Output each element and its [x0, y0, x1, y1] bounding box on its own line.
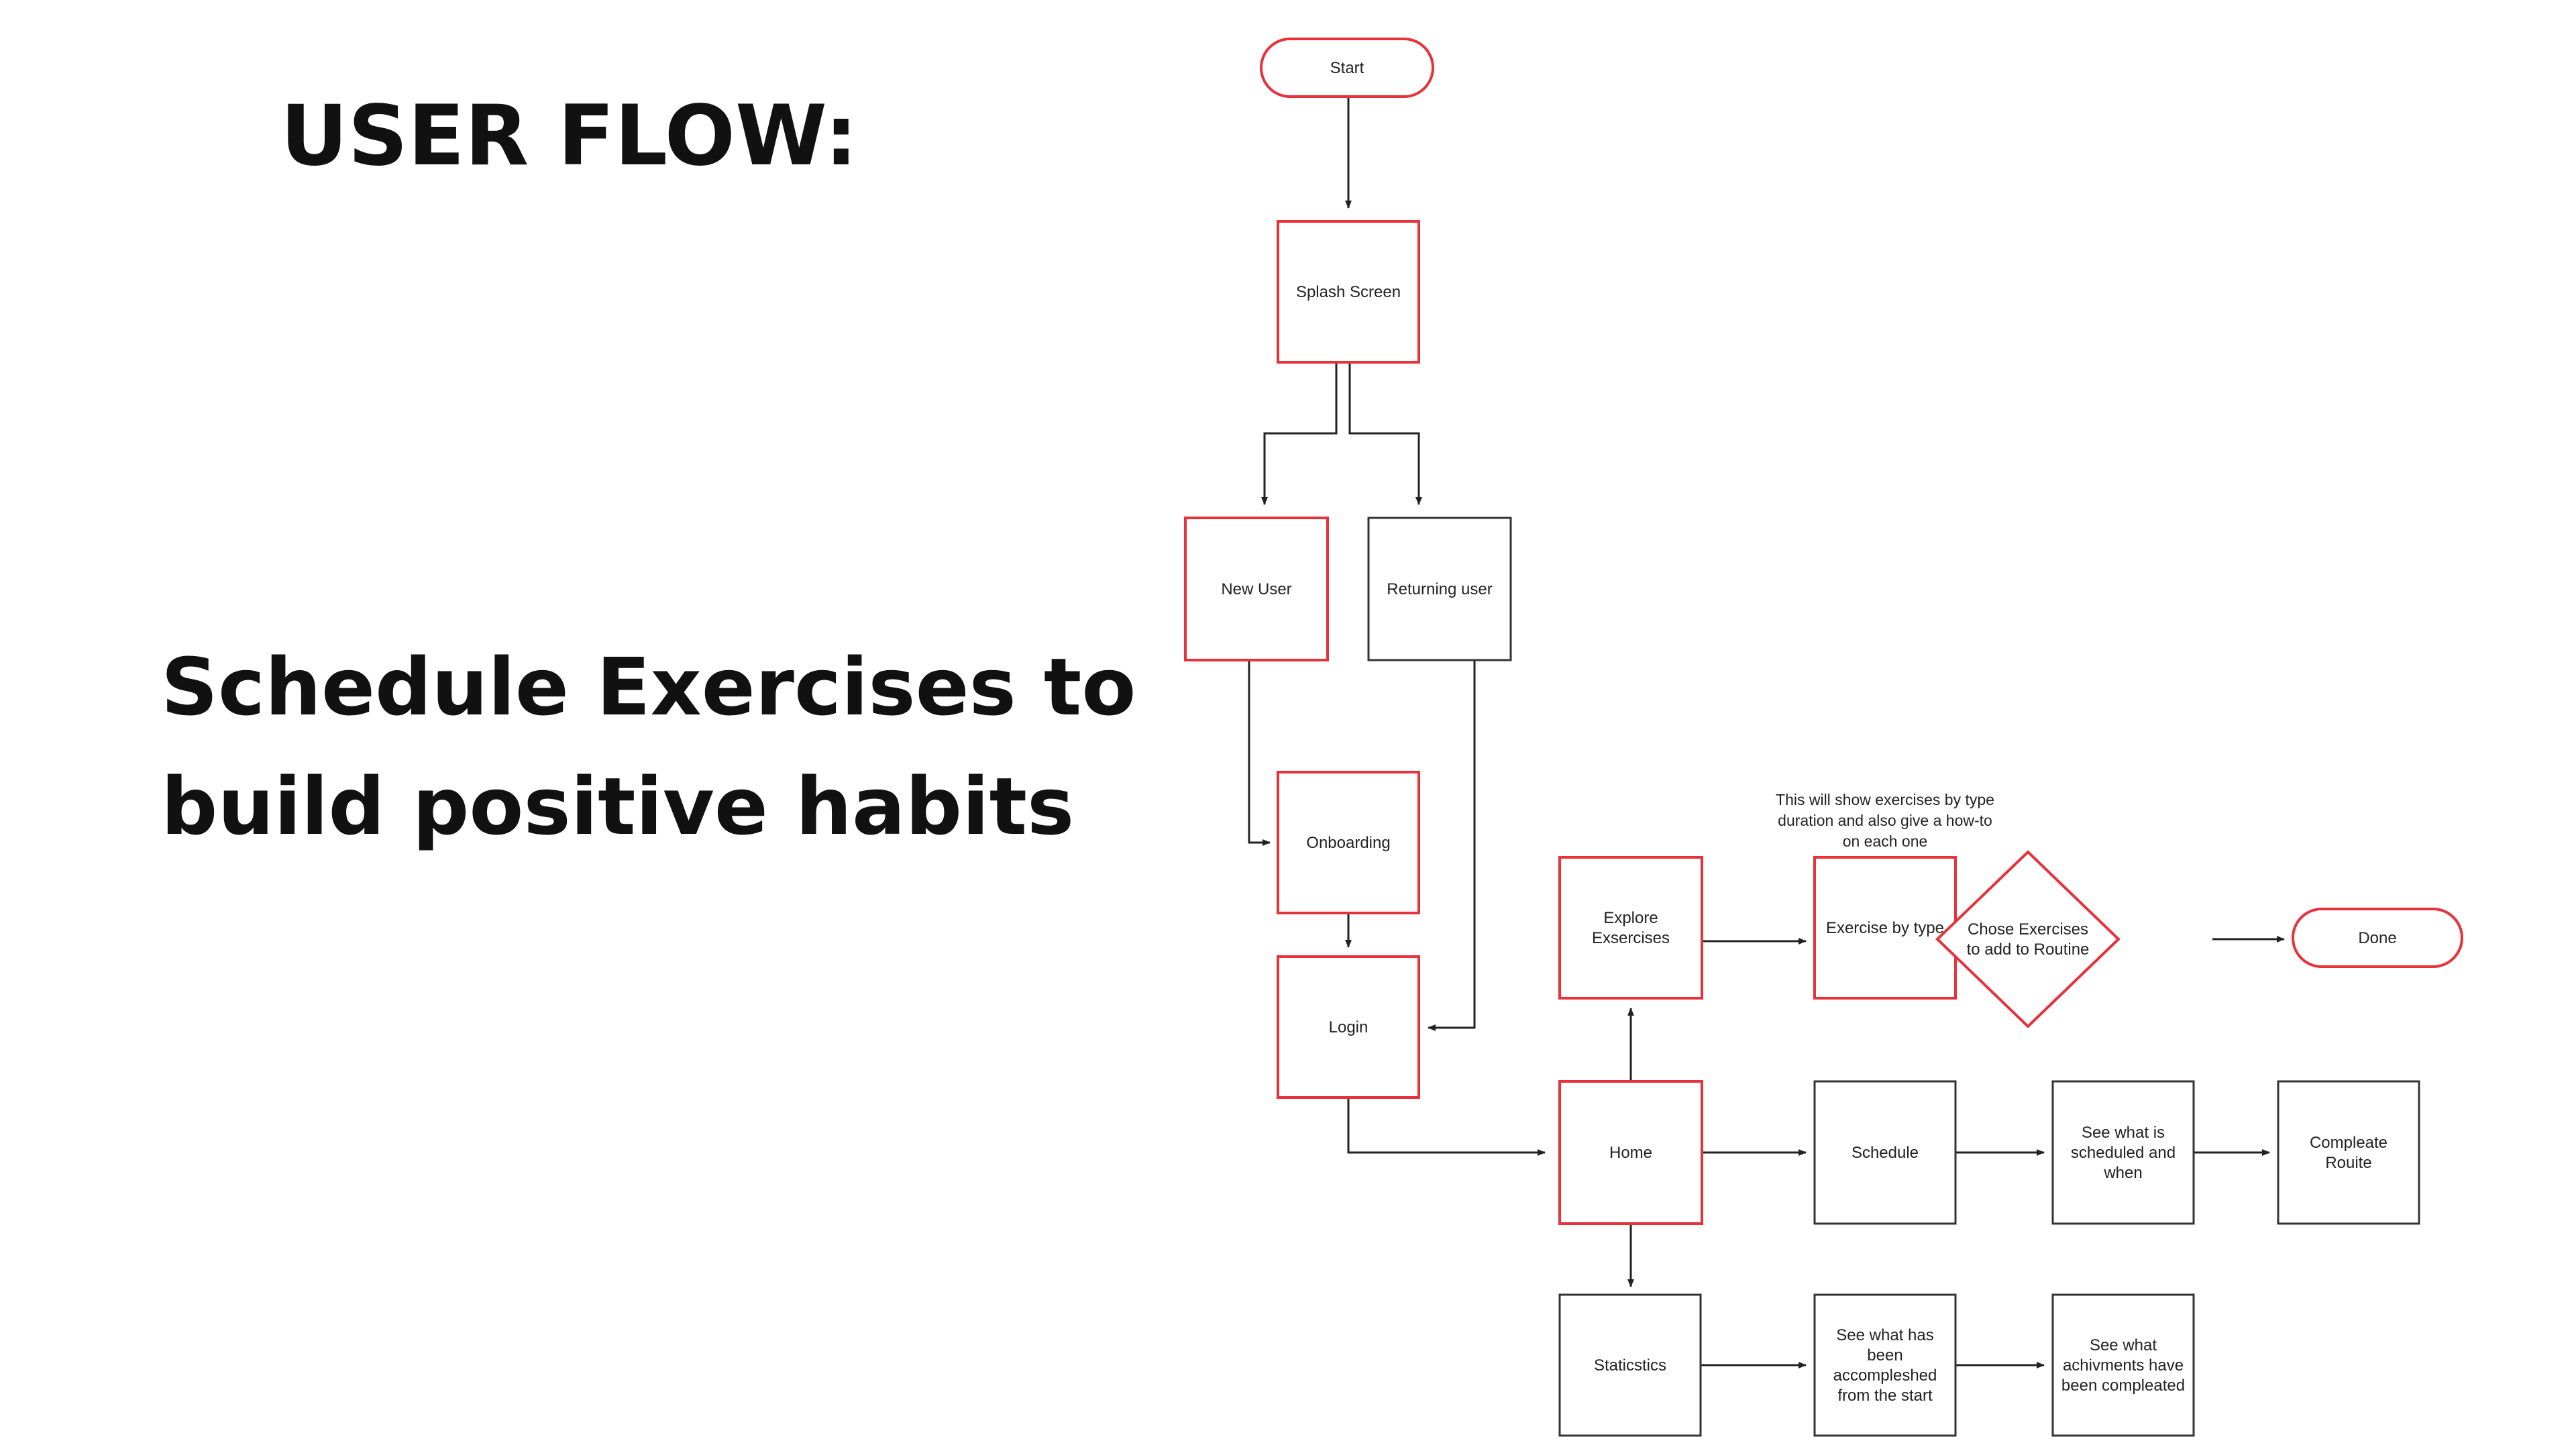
node-shape-stats	[1558, 1293, 1702, 1437]
node-label-explore: Explore	[1603, 909, 1658, 927]
node-schedule: Schedule	[1813, 1080, 1957, 1225]
node-label-achievements: achivments have	[2063, 1356, 2184, 1375]
connector-returning-to-login	[1428, 660, 1476, 1031]
node-done: Done	[2292, 908, 2463, 968]
node-shape-returning	[1367, 517, 1512, 661]
node-label-complete: Compleate	[2310, 1134, 2387, 1152]
node-new_user: New User	[1184, 517, 1329, 661]
node-label-by_type: Exercise by type	[1826, 919, 1944, 937]
node-label-chose: to add to Routine	[1967, 941, 2090, 959]
node-label-accomplished: accompleshed	[1833, 1366, 1937, 1385]
node-achievements: See what achivments have been compleated	[2051, 1293, 2195, 1437]
node-see_scheduled: See what is scheduled and when	[2051, 1080, 2195, 1225]
node-label-accomplished: from the start	[1837, 1387, 1933, 1405]
node-label-achievements: been compleated	[2061, 1377, 2185, 1395]
node-label-new_user: New User	[1221, 580, 1291, 598]
node-shape-new_user	[1184, 517, 1329, 661]
annotation-note-line: on each one	[1843, 833, 1928, 850]
node-label-onboarding: Onboarding	[1306, 834, 1390, 852]
slide-subtitle: Schedule Exercises to build positive hab…	[161, 641, 1136, 853]
node-label-explore: Exsercises	[1592, 929, 1670, 947]
connector-splash-to-new_user	[1261, 362, 1338, 505]
node-label-returning: Returning user	[1387, 580, 1492, 598]
node-stats: Staticstics	[1558, 1293, 1702, 1437]
connector-login-to-home	[1347, 1097, 1546, 1156]
node-returning: Returning user	[1367, 517, 1512, 661]
note-layer: This will show exercises by type duration…	[1776, 791, 1994, 850]
node-shape-schedule	[1813, 1080, 1957, 1225]
node-shape-achievements	[2051, 1293, 2195, 1437]
node-label-achievements: See what	[2090, 1336, 2157, 1354]
node-label-done: Done	[2358, 929, 2396, 947]
node-shape-by_type	[1813, 856, 1957, 1000]
node-label-accomplished: been	[1867, 1346, 1902, 1364]
node-label-start: Start	[1330, 59, 1364, 77]
node-label-accomplished: See what has	[1836, 1326, 1933, 1344]
node-shape-login	[1277, 955, 1420, 1099]
node-label-login: Login	[1329, 1018, 1368, 1036]
node-label-schedule: Schedule	[1851, 1144, 1919, 1162]
node-label-see_scheduled: scheduled and	[2071, 1144, 2176, 1162]
node-shape-home	[1558, 1080, 1703, 1225]
node-shape-see_scheduled	[2051, 1080, 2195, 1225]
connector-layer	[1248, 97, 2285, 1368]
connector-splash-to-returning	[1348, 362, 1422, 505]
node-by_type: Exercise by type	[1813, 856, 1957, 1000]
node-label-home: Home	[1609, 1144, 1652, 1162]
node-shape-start	[1260, 38, 1434, 98]
annotation-note-line: duration and also give a how-to	[1778, 812, 1992, 829]
node-login: Login	[1277, 955, 1420, 1099]
node-label-splash: Splash Screen	[1296, 283, 1401, 301]
node-shape-done	[2292, 908, 2463, 968]
annotation-note-line: This will show exercises by type	[1776, 791, 1994, 808]
node-shape-explore	[1558, 856, 1703, 1000]
node-home: Home	[1558, 1080, 1703, 1225]
node-shape-complete	[2277, 1080, 2420, 1225]
slide-title: USER FLOW:	[280, 88, 858, 184]
node-label-stats: Staticstics	[1594, 1356, 1666, 1375]
node-label-see_scheduled: See what is	[2082, 1124, 2165, 1142]
node-label-complete: Rouite	[2325, 1154, 2371, 1172]
node-shape-onboarding	[1277, 771, 1420, 914]
node-chose: Chose Exercises to add to Routine	[1935, 850, 2121, 1028]
node-shape-splash	[1277, 220, 1420, 364]
connector-new_user-to-onboarding	[1248, 660, 1271, 846]
node-onboarding: Onboarding	[1277, 771, 1420, 914]
node-label-see_scheduled: when	[2103, 1164, 2142, 1182]
node-splash: Splash Screen	[1277, 220, 1420, 364]
node-shape-accomplished	[1813, 1293, 1957, 1437]
node-accomplished: See what has been accompleshed from the sta…	[1813, 1293, 1957, 1437]
node-start: Start	[1260, 38, 1434, 98]
node-shape-chose	[1935, 850, 2121, 1028]
node-label-chose: Chose Exercises	[1968, 920, 2088, 938]
